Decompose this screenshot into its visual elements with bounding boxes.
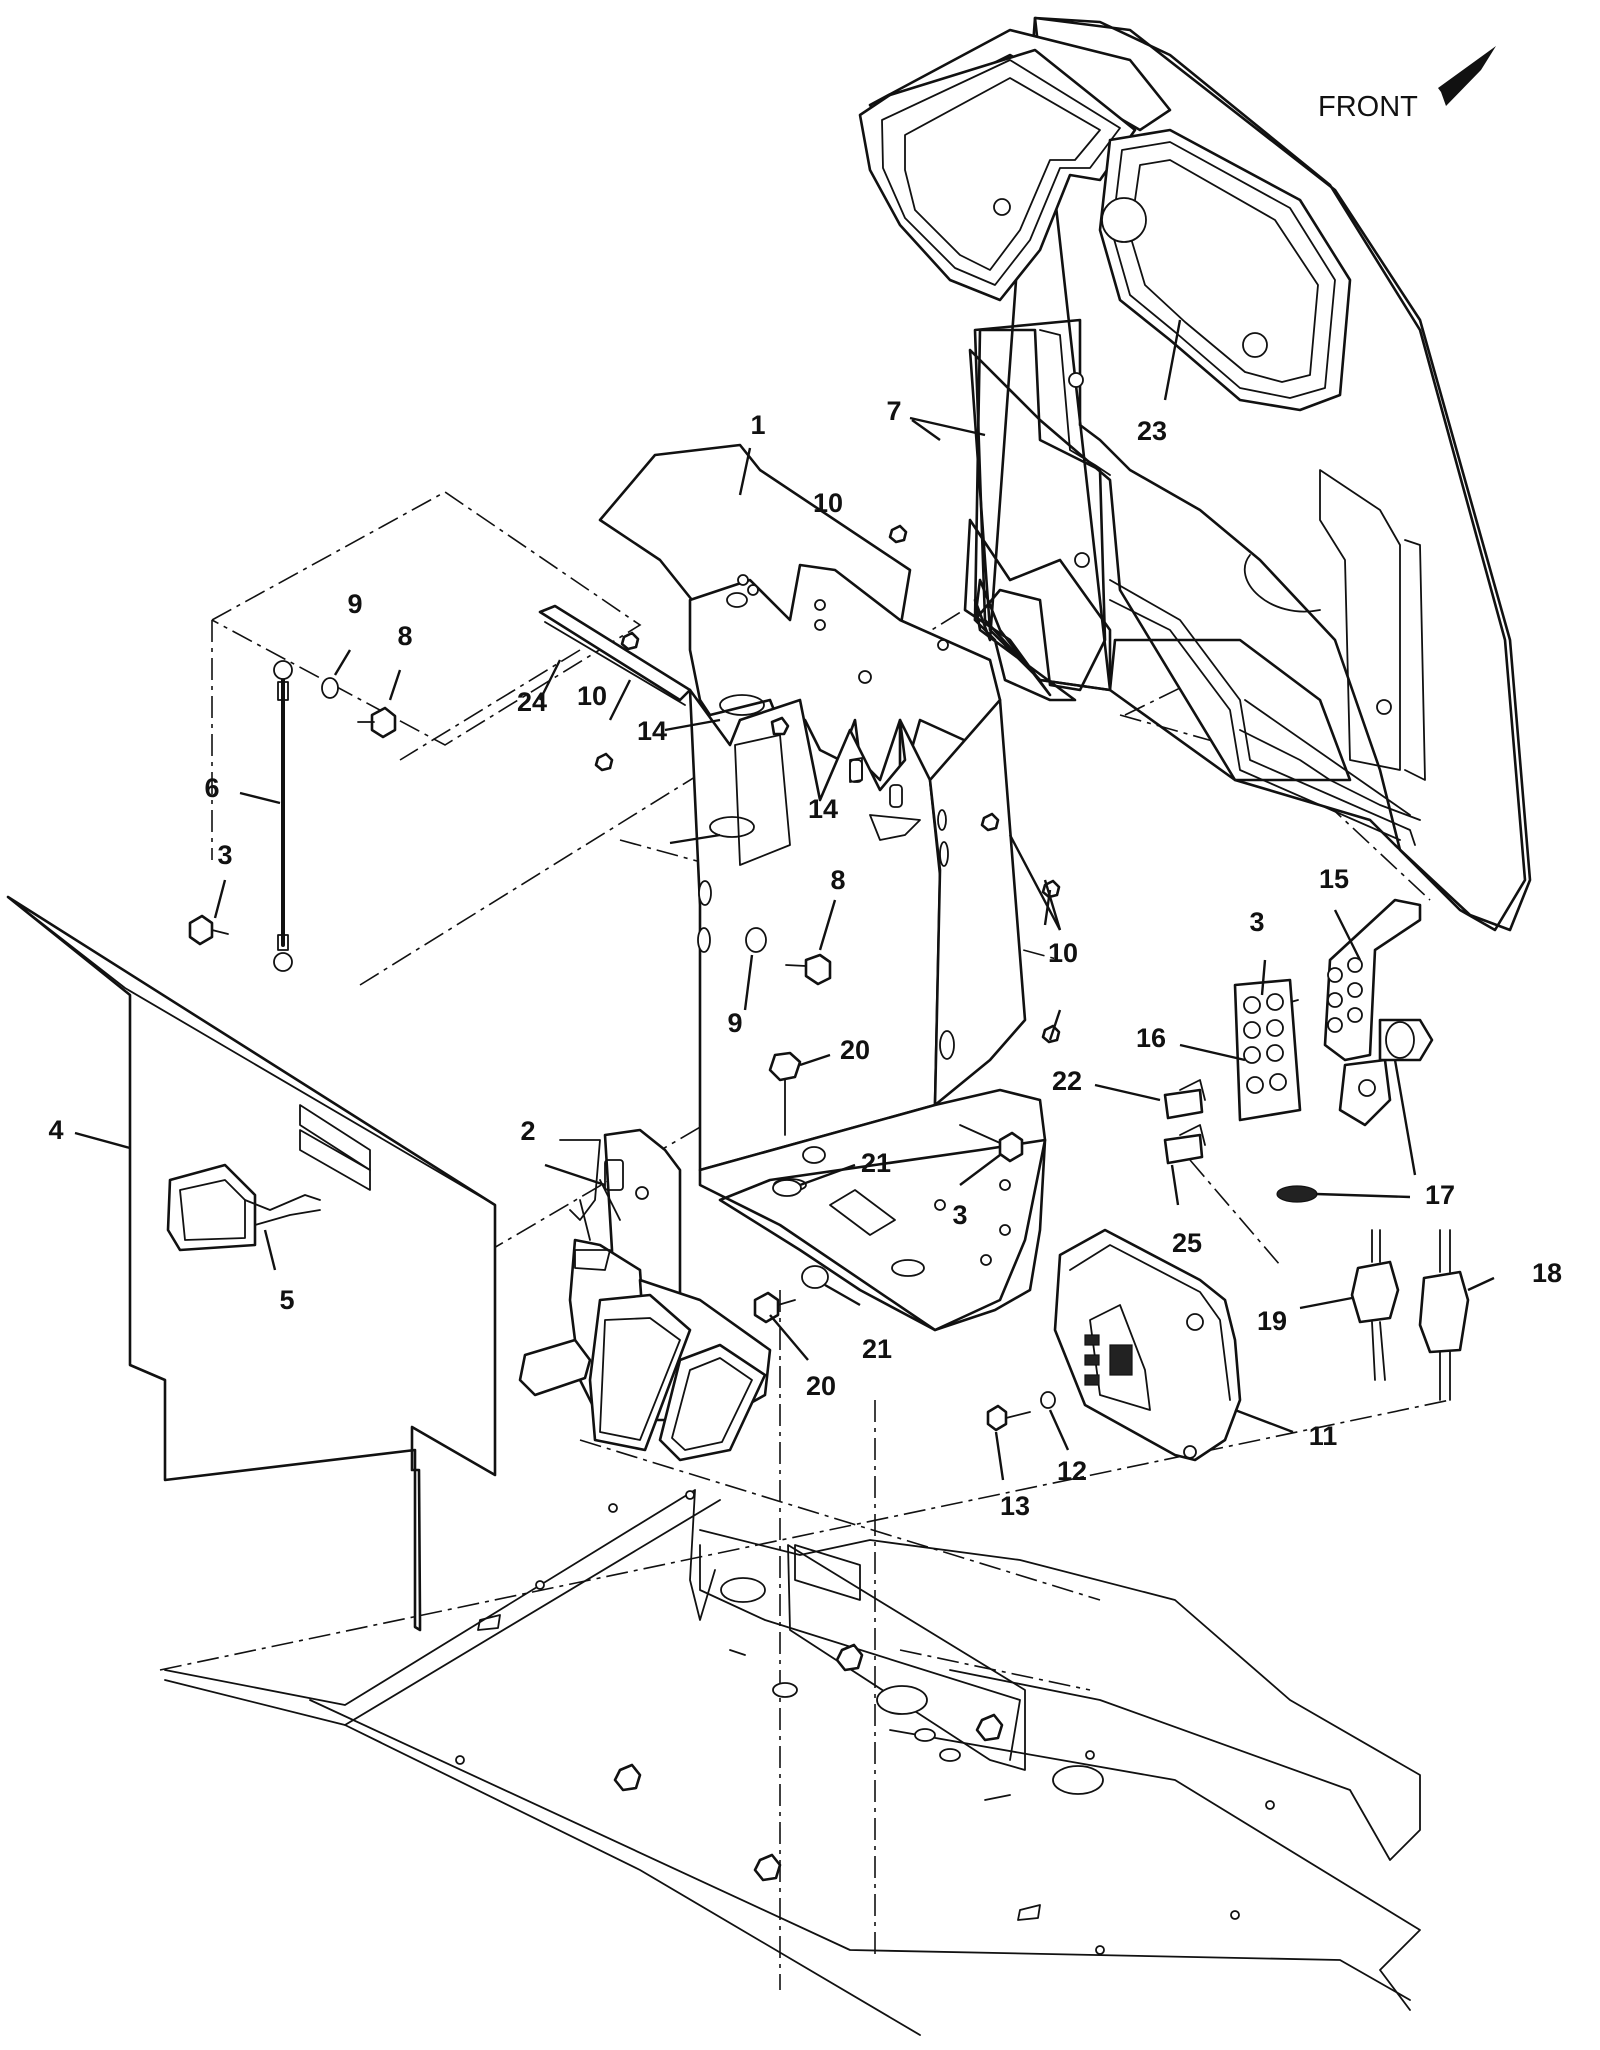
callout-7: 7 (886, 396, 901, 426)
switch-nut-icon (1276, 1185, 1318, 1203)
grommet-icon (1350, 1260, 1400, 1324)
callout-19: 19 (1257, 1306, 1287, 1336)
callout-10: 10 (577, 681, 607, 711)
callout-2: 2 (520, 1116, 535, 1146)
nut-icon (888, 524, 908, 544)
nut-icon (770, 716, 790, 736)
front-arrow-icon (1438, 46, 1496, 106)
callout-3: 3 (952, 1200, 967, 1230)
callout-6: 6 (204, 773, 219, 803)
nut-icon (753, 1853, 782, 1882)
switch-bracket (1163, 898, 1434, 1203)
callout-20: 20 (806, 1371, 836, 1401)
callout-labels: 1 2 3 3 3 4 5 6 7 8 8 9 9 10 10 10 11 12… (48, 396, 1562, 1521)
bolt-icon (188, 914, 214, 946)
bolt-icon (370, 706, 397, 739)
nut-icon (594, 752, 614, 772)
bolt-icon (768, 1051, 802, 1082)
callout-12: 12 (1057, 1456, 1087, 1486)
washer-icon (1040, 1391, 1056, 1409)
callout-21: 21 (862, 1334, 892, 1364)
callout-20: 20 (840, 1035, 870, 1065)
washer-icon (801, 1265, 829, 1289)
clip-icon (719, 694, 765, 716)
callout-15: 15 (1319, 864, 1349, 894)
callout-17: 17 (1425, 1180, 1455, 1210)
nut-icon (613, 1763, 642, 1792)
callout-10: 10 (813, 488, 843, 518)
callout-21: 21 (861, 1148, 891, 1178)
front-orientation-indicator: FRONT (1318, 46, 1496, 123)
callout-1: 1 (750, 410, 765, 440)
dash-console-shroud (858, 16, 1532, 932)
washer-icon (745, 927, 767, 953)
grommet-icon (1418, 1270, 1470, 1354)
nut-icon (980, 812, 1000, 832)
cable-grommets (1350, 1229, 1470, 1401)
callout-8: 8 (397, 621, 412, 651)
washer-icon (772, 1179, 802, 1197)
clip-icon (709, 816, 755, 838)
fuse-icon (1163, 1133, 1204, 1165)
callout-5: 5 (279, 1285, 294, 1315)
bolt-icon (998, 1131, 1024, 1163)
callout-3: 3 (1249, 907, 1264, 937)
nut-icon (975, 1713, 1004, 1742)
callout-8: 8 (830, 865, 845, 895)
base-floor-plate (164, 1489, 1421, 2036)
bolt-icon (804, 953, 832, 986)
callout-10: 10 (1048, 938, 1078, 968)
leader-lines (74, 319, 1495, 1481)
nut-icon (620, 631, 640, 651)
callout-13: 13 (1000, 1491, 1030, 1521)
fuse-icon (1163, 1088, 1204, 1120)
callout-3: 3 (217, 840, 232, 870)
callout-24: 24 (517, 687, 547, 717)
trim-strip (538, 604, 692, 706)
callout-18: 18 (1532, 1258, 1562, 1288)
nut-icon (835, 1643, 864, 1672)
side-cover-panel (6, 895, 497, 1632)
callout-25: 25 (1172, 1228, 1202, 1258)
bolt-icon (753, 1291, 780, 1324)
callout-9: 9 (727, 1008, 742, 1038)
callout-14: 14 (637, 716, 667, 746)
pedestal-column (598, 443, 1047, 1332)
screw-icon (986, 1404, 1008, 1432)
callout-14: 14 (808, 794, 838, 824)
callout-16: 16 (1136, 1023, 1166, 1053)
callout-4: 4 (48, 1115, 63, 1145)
washer-icon (321, 677, 339, 699)
callout-23: 23 (1137, 416, 1167, 446)
support-rod (273, 660, 293, 972)
callout-9: 9 (347, 589, 362, 619)
pedal-assembly (518, 1128, 772, 1462)
callout-11: 11 (1309, 1421, 1338, 1451)
controller-module (986, 1228, 1242, 1462)
front-label: FRONT (1318, 91, 1418, 123)
callout-22: 22 (1052, 1066, 1082, 1096)
